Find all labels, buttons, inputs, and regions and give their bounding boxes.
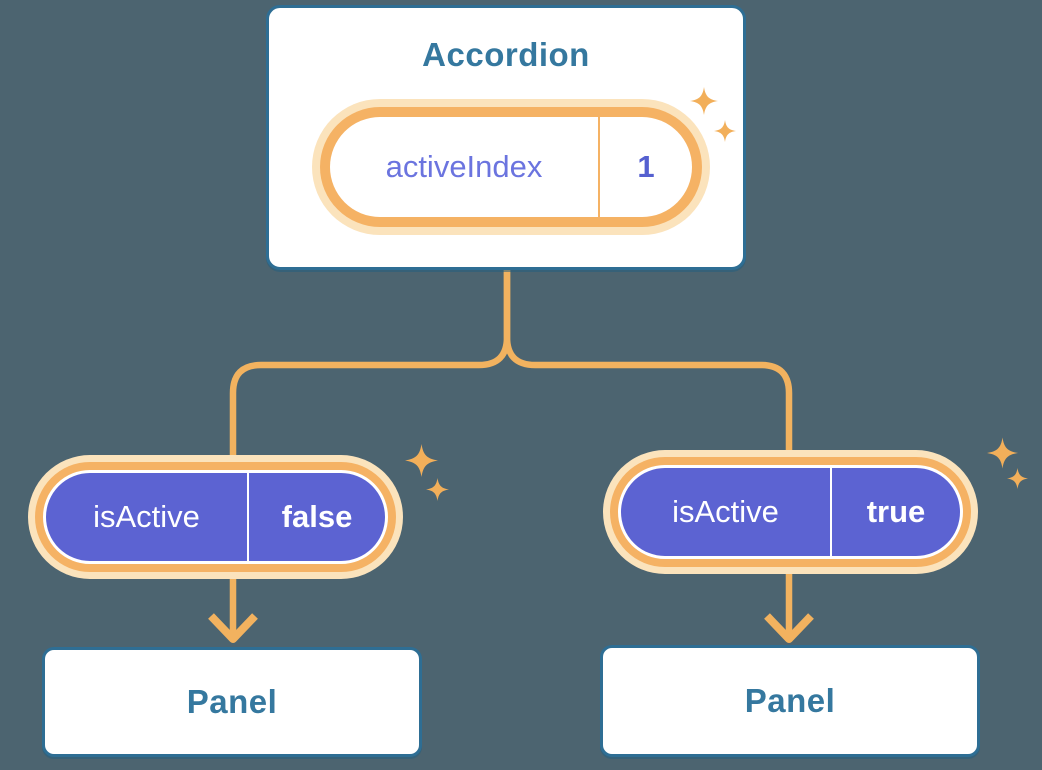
prop-pill-ring: isActive false xyxy=(35,462,396,572)
panel-card-left: Panel xyxy=(42,647,422,757)
prop-pill-isactive-false: isActive false xyxy=(28,455,403,579)
accordion-component-card: Accordion activeIndex 1 xyxy=(266,5,746,270)
state-pill-ring: activeIndex 1 xyxy=(320,107,702,227)
sparkle-icon xyxy=(690,87,718,115)
state-pill-divider xyxy=(598,117,600,217)
prop-name-label: isActive xyxy=(93,499,200,534)
sparkle-icon xyxy=(405,444,438,477)
prop-pill-halo: isActive true xyxy=(603,450,978,574)
sparkle-icon xyxy=(426,478,449,501)
prop-value-label: true xyxy=(866,494,926,529)
prop-name-label: isActive xyxy=(672,494,779,529)
prop-pill-halo: isActive false xyxy=(28,455,403,579)
arrow-head-left xyxy=(208,613,258,643)
state-pill-inner: activeIndex 1 xyxy=(330,117,692,217)
state-name-label: activeIndex xyxy=(385,149,543,184)
prop-pill-isactive-true: isActive true xyxy=(603,450,978,574)
prop-value-label: false xyxy=(281,499,353,534)
prop-pill-divider xyxy=(830,468,832,556)
prop-pill-inner: isActive false xyxy=(43,470,388,564)
panel-card-right: Panel xyxy=(600,645,980,757)
prop-pill-ring: isActive true xyxy=(610,457,971,567)
arrow-head-right xyxy=(764,613,814,643)
prop-pill-divider xyxy=(247,473,249,561)
prop-pill-inner: isActive true xyxy=(618,465,963,559)
sparkle-icon xyxy=(1007,468,1028,489)
sparkle-icon xyxy=(714,120,736,142)
state-value-label: 1 xyxy=(637,149,655,184)
accordion-title: Accordion xyxy=(422,36,590,73)
panel-title: Panel xyxy=(186,683,278,720)
panel-title: Panel xyxy=(744,682,836,719)
sparkle-icon xyxy=(987,437,1018,469)
state-pill-halo: activeIndex 1 xyxy=(312,99,710,235)
state-pill-activeindex: activeIndex 1 xyxy=(312,99,710,235)
